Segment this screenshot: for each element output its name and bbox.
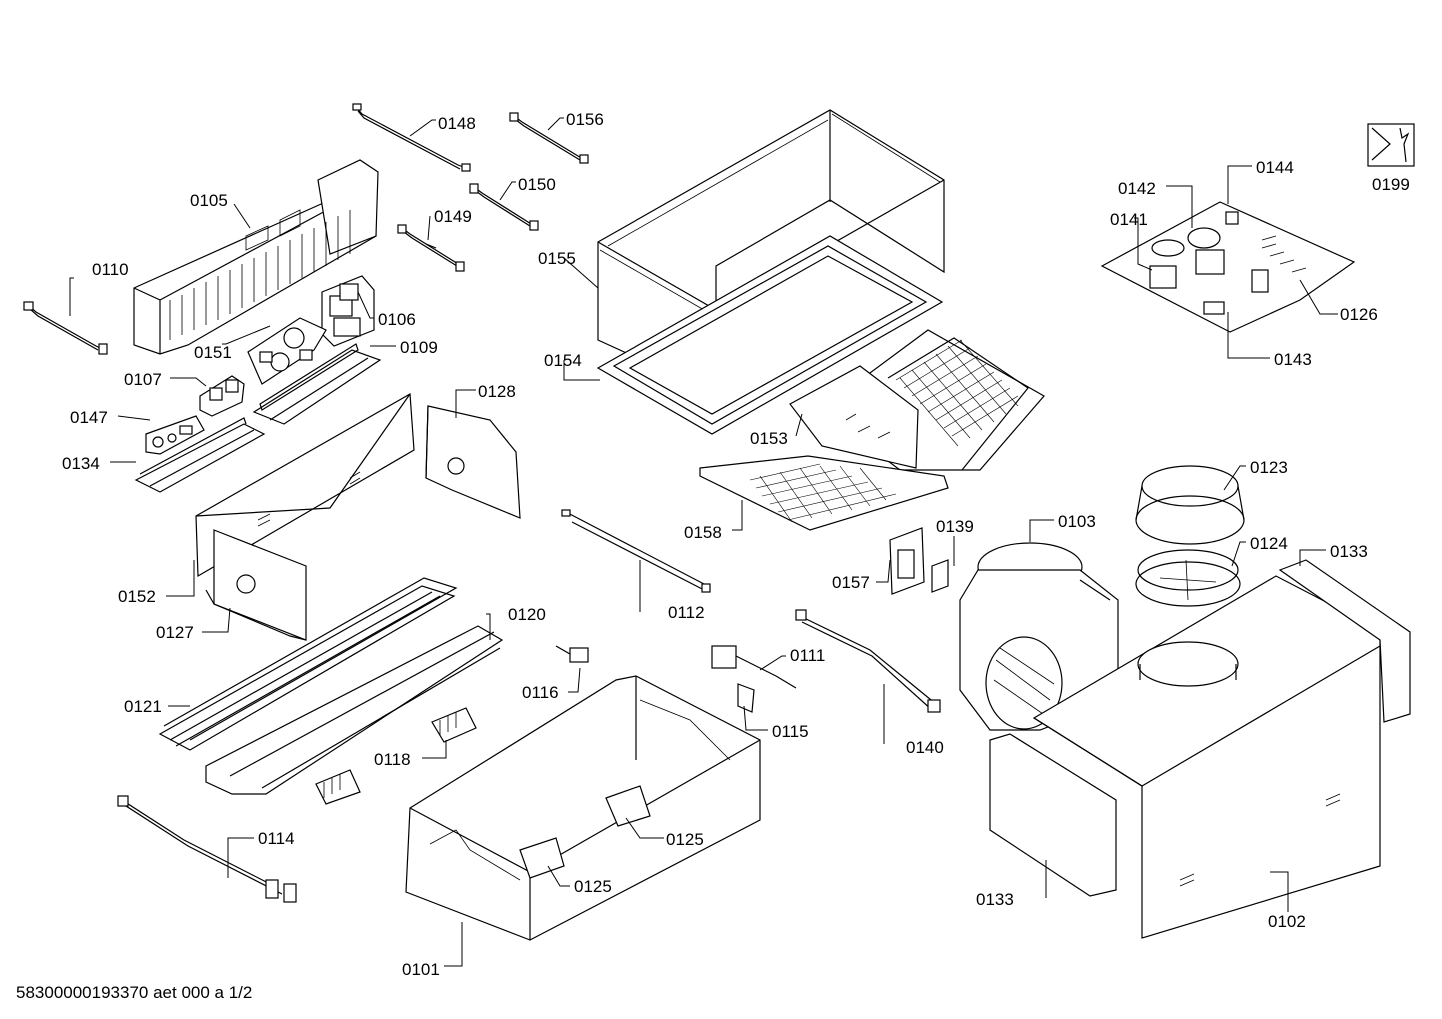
label-0115: 0115 <box>772 722 809 741</box>
label-0141: 0141 <box>1110 210 1148 229</box>
accessory-bag-0126 <box>1100 201 1356 333</box>
cable-0148 <box>352 103 471 172</box>
sensor-0116 <box>555 645 589 663</box>
label-0133-a: 0133 <box>1330 542 1368 561</box>
label-0158: 0158 <box>684 523 722 542</box>
panel-0152 <box>195 393 415 578</box>
bracket-0157 <box>889 527 925 595</box>
label-0120: 0120 <box>508 605 546 624</box>
filter-pad-0133b <box>989 733 1117 897</box>
part-labels: 0148 0156 0150 0105 0149 0110 0106 0151 … <box>62 110 1410 979</box>
terminal-0118-lower <box>315 769 361 805</box>
label-0149: 0149 <box>434 207 472 226</box>
label-0114: 0114 <box>258 829 295 848</box>
label-0102: 0102 <box>1268 912 1306 931</box>
label-0103: 0103 <box>1058 512 1096 531</box>
label-0152: 0152 <box>118 587 156 606</box>
label-0121: 0121 <box>124 697 162 716</box>
terminal-0118-upper <box>431 707 477 743</box>
rod-0112 <box>561 509 711 593</box>
rail-0134 <box>134 417 266 493</box>
wrench-icon <box>1367 123 1415 167</box>
label-0110: 0110 <box>92 260 129 279</box>
label-0105: 0105 <box>190 191 228 210</box>
label-0199: 0199 <box>1372 175 1410 194</box>
blower-0103 <box>959 542 1119 731</box>
motor-0125a <box>605 785 651 827</box>
board-0139 <box>931 559 949 593</box>
ring-0123 <box>1135 465 1245 545</box>
label-0109: 0109 <box>400 338 438 357</box>
leader-lines <box>69 117 1338 967</box>
panel-0128 <box>425 405 521 519</box>
label-0106: 0106 <box>378 310 416 329</box>
label-0142: 0142 <box>1118 179 1156 198</box>
cable-0114 <box>117 795 297 903</box>
label-0112: 0112 <box>668 603 705 622</box>
relay-board-0106 <box>321 275 375 347</box>
cable-0150 <box>469 183 539 231</box>
tray-0120 <box>205 625 504 795</box>
label-0134: 0134 <box>62 454 100 473</box>
label-0101: 0101 <box>402 960 440 979</box>
label-0133-b: 0133 <box>976 890 1014 909</box>
label-0123: 0123 <box>1250 458 1288 477</box>
label-0151: 0151 <box>194 343 232 362</box>
label-0144: 0144 <box>1256 158 1294 177</box>
cable-0110 <box>23 301 108 355</box>
label-0139: 0139 <box>936 517 974 536</box>
label-0147: 0147 <box>70 408 108 427</box>
cable-0140 <box>795 609 941 713</box>
label-0140: 0140 <box>906 738 944 757</box>
motor-0125b <box>519 837 565 879</box>
label-0155: 0155 <box>538 249 576 268</box>
label-0118: 0118 <box>374 750 411 769</box>
label-0153: 0153 <box>750 429 788 448</box>
label-0111: 0111 <box>790 646 825 665</box>
rail-0121 <box>158 577 458 751</box>
ring-0124 <box>1135 549 1241 607</box>
document-footer-code: 58300000193370 aet 000 a 1/2 <box>16 983 252 1002</box>
connector-0111 <box>711 645 797 689</box>
filter-pad-0133a <box>1278 559 1411 723</box>
frame-0154 <box>596 235 944 435</box>
clip-0115 <box>737 683 755 713</box>
control-housing-0105 <box>133 159 379 355</box>
cable-0149 <box>397 224 465 272</box>
board-0147 <box>145 415 205 455</box>
filter-frame-0153 <box>789 329 1045 471</box>
label-0116: 0116 <box>522 683 559 702</box>
label-0126: 0126 <box>1340 305 1378 324</box>
label-0124: 0124 <box>1250 534 1288 553</box>
label-0150: 0150 <box>518 175 556 194</box>
label-0128: 0128 <box>478 382 516 401</box>
cable-0156 <box>509 112 589 164</box>
label-0148: 0148 <box>438 114 476 133</box>
label-0125-a: 0125 <box>666 830 704 849</box>
panel-0127 <box>205 529 307 641</box>
module-0107 <box>199 375 245 417</box>
power-board-0151 <box>247 317 327 385</box>
rail-0109 <box>252 343 382 425</box>
label-0125-b: 0125 <box>574 877 612 896</box>
label-0156: 0156 <box>566 110 604 129</box>
label-0143: 0143 <box>1274 350 1312 369</box>
label-0154: 0154 <box>544 351 582 370</box>
housing-0102 <box>1032 575 1381 939</box>
label-0107: 0107 <box>124 370 162 389</box>
label-0157: 0157 <box>832 573 870 592</box>
filter-grid-0158 <box>699 455 949 531</box>
label-0127: 0127 <box>156 623 194 642</box>
